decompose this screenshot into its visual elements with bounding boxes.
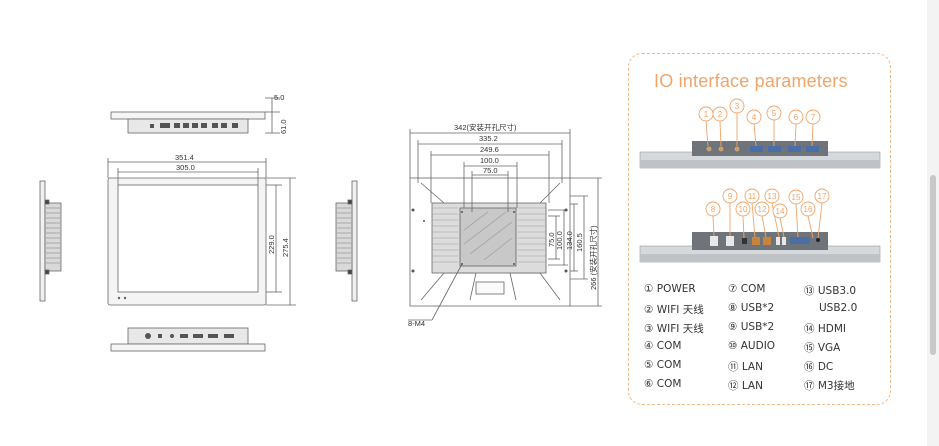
dim-rear-v100: 100.0: [555, 231, 564, 250]
dim-rear-v266: 266 (安装开孔尺寸): [588, 225, 598, 290]
io-callout-label: 1: [704, 110, 709, 119]
dim-rear-v134: 134.0: [565, 231, 574, 250]
page-scrollbar[interactable]: [927, 0, 939, 446]
top-view-ports: [150, 123, 238, 128]
io-callout-label: 15: [792, 193, 801, 202]
dim-top-61: 61.0: [279, 119, 288, 134]
io-callout-label: 5: [772, 109, 777, 118]
io-callout-label: 13: [768, 192, 777, 201]
dim-rear-v75: 75.0: [547, 232, 556, 247]
top-view: [110, 97, 280, 134]
io-photo-bottom: [639, 232, 881, 263]
io-callout-label: 7: [811, 113, 816, 122]
dim-rear-335: 335.2: [479, 134, 498, 143]
screw-label: 8-M4: [408, 319, 425, 328]
dim-front-width-inner: 305.0: [176, 163, 195, 172]
io-callout-label: 12: [758, 205, 767, 214]
dim-front-height-outer: 275.4: [281, 238, 290, 257]
io-callout-label: 6: [794, 113, 799, 122]
dim-rear-v160: 160.5: [575, 233, 584, 252]
dim-rear-249: 249.6: [480, 145, 499, 154]
io-callouts: [698, 98, 830, 239]
io-callout-label: 8: [711, 205, 716, 214]
scrollbar-thumb[interactable]: [930, 175, 936, 355]
bottom-view: [110, 327, 266, 352]
dim-front-height-inner: 229.0: [267, 235, 276, 254]
io-callout-label: 11: [748, 192, 757, 201]
rear-vesa-plate: [459, 207, 517, 267]
dim-rear-342: 342(安装开孔尺寸): [454, 122, 517, 132]
dim-top-5: 5.0: [274, 93, 284, 102]
side-view-left: [39, 180, 62, 302]
io-callout-label: 3: [735, 102, 740, 111]
dim-front-width-outer: 351.4: [175, 153, 194, 162]
rear-view: [408, 129, 602, 321]
top-view-bezel: [110, 111, 266, 120]
front-view: [107, 158, 296, 306]
front-view-screen: [117, 184, 259, 293]
io-callout-label: 4: [752, 113, 757, 122]
io-callout-label: 10: [739, 205, 748, 214]
dim-rear-100: 100.0: [480, 156, 499, 165]
io-callout-label: 14: [776, 207, 785, 216]
io-callout-label: 17: [818, 192, 827, 201]
io-callout-label: 16: [804, 205, 813, 214]
side-view-right: [335, 180, 358, 302]
io-callout-label: 2: [718, 110, 723, 119]
dim-rear-75: 75.0: [483, 166, 498, 175]
io-callout-label: 9: [728, 192, 733, 201]
io-photo-top: [639, 141, 881, 169]
